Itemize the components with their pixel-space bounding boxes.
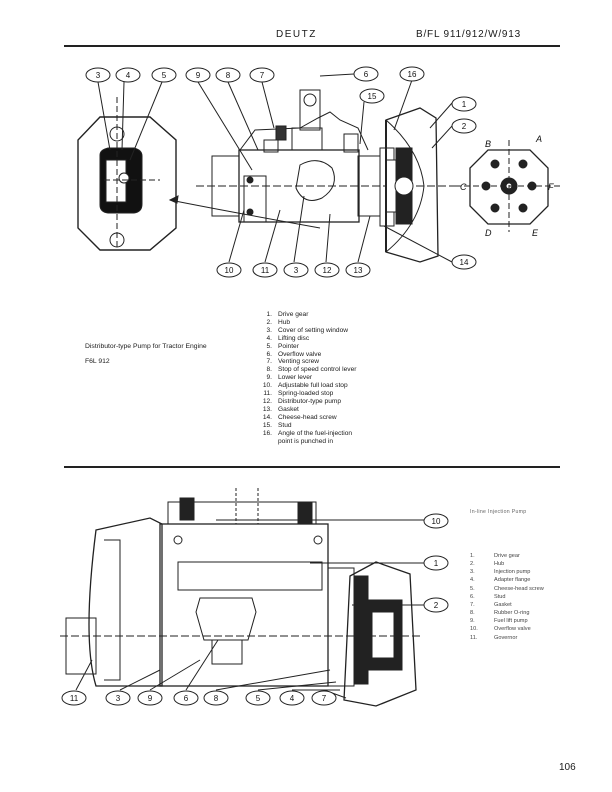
callout-8: 8 [226,71,231,80]
callout-5: 5 [162,71,167,80]
legend-row: 3.Injection pump [470,569,531,576]
callout-9: 9 [196,71,201,80]
view-letter-f: F [548,182,554,192]
legend-row: 1.Drive gear [266,311,309,318]
legend-row: 9.Fuel lift pump [470,618,528,625]
legend-row: 10.Overflow valve [470,626,531,633]
view-letter-c: C [460,182,467,192]
figure-2-legend: 1.Drive gear 2.Hub 3.Injection pump 4.Ad… [470,552,544,642]
drive-housing [343,561,417,707]
legend-row: 15.Stud [262,421,292,429]
legend-row: 8.Stop of speed control lever [266,366,357,374]
legend-row: 7.Venting screw [266,358,320,366]
figure-1-subtitle: F6L 912 [85,358,110,365]
legend-row: 10.Adjustable full load stop [262,382,348,390]
legend-row: 4.Adapter flange [470,577,531,584]
legend-row: 16.Angle of the fuel-injection [262,429,353,437]
legend-row: 5.Pointer [266,342,299,350]
callout2-2: 2 [434,601,439,610]
header-brand: DEUTZ [276,29,317,40]
callout-6: 6 [364,70,369,79]
legend-row: 14.Cheese-head screw [262,413,337,421]
callout-3b: 3 [294,266,299,275]
view-letter-d: D [485,228,492,238]
legend-row: 4.Lifting disc [266,334,310,342]
callout-16: 16 [408,70,417,79]
callout-1: 1 [462,100,467,109]
figure-1-title: Distributor-type Pump for Tractor Engine [85,343,207,350]
callout-11: 11 [261,266,270,275]
callout2-7: 7 [322,694,327,703]
view-letter-a: A [535,134,542,144]
callout2-6: 6 [184,694,189,703]
callout-2: 2 [462,122,467,131]
legend-row: 12.Distributor-type pump [262,397,342,405]
page-number: 106 [559,762,576,773]
flange-plate [77,116,177,251]
legend-row: 9.Lower lever [266,374,313,382]
legend-row: 3.Cover of setting window [266,326,349,334]
view-letter-e: E [532,228,539,238]
callout2-4: 4 [290,694,295,703]
callout-3: 3 [96,71,101,80]
figure-2-title: In-line Injection Pump [470,509,527,515]
end-view-octagon [469,149,549,225]
legend-row: 1.Drive gear [470,553,520,559]
callout-14: 14 [460,258,469,267]
callout-10: 10 [225,266,234,275]
legend-row: point is punched in [278,437,333,445]
injection-pump-body [159,523,329,687]
legend-row: 5.Cheese-head screw [470,585,544,592]
legend-row: 2.Hub [470,561,505,568]
figure-1-legend: 1.Drive gear 2.Hub 3.Cover of setting wi… [258,311,357,445]
callout2-10: 10 [432,517,441,526]
governor-housing [88,517,163,687]
legend-row: 11.Governor [470,634,518,641]
callout2-9: 9 [148,694,153,703]
callout2-8: 8 [214,694,219,703]
callout2-5: 5 [256,694,261,703]
fuel-lift-pump [195,597,257,641]
legend-row: 7.Gasket [470,601,512,608]
callout2-3: 3 [116,694,121,703]
callout2-1: 1 [434,559,439,568]
view-letter-b: B [485,139,491,149]
section-divider [64,466,560,468]
callout2-11: 11 [70,694,79,703]
callout-4: 4 [126,71,131,80]
header-rule [64,45,560,47]
legend-row: 2.Hub [266,318,291,326]
header-model: B/FL 911/912/W/913 [416,29,522,40]
legend-row: 13.Gasket [262,405,299,413]
callout-13: 13 [354,266,363,275]
legend-row: 8.Rubber O-ring [470,610,530,617]
callout-15: 15 [368,92,377,101]
callout-12: 12 [323,266,332,275]
callout-7: 7 [260,71,265,80]
legend-row: 6.Overflow valve [266,350,322,358]
legend-row: 6.Stud [470,593,506,600]
legend-row: 11.Spring-loaded stop [263,390,334,398]
